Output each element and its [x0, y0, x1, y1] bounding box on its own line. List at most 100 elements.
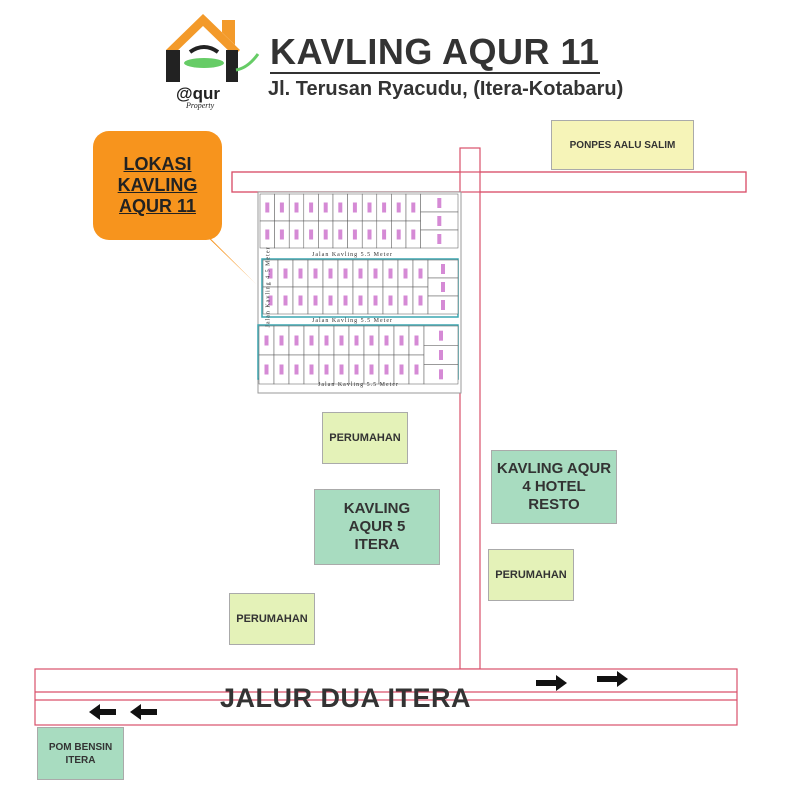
plot-marker [338, 202, 343, 213]
site-plan [257, 191, 462, 394]
landmark-label: PONPES AALU SALIM [569, 139, 676, 151]
plot-marker [324, 335, 329, 346]
plot-marker [437, 198, 442, 208]
landmark-label: PERUMAHAN [236, 613, 308, 625]
plot-marker [313, 268, 318, 279]
plot-marker [411, 202, 416, 213]
plot-marker [298, 268, 303, 279]
landmark-label: KAVLING AQUR 5 ITERA [343, 500, 411, 553]
callout-pointer [195, 225, 256, 284]
logo-sub: Property [186, 101, 215, 110]
plot-marker [437, 234, 442, 244]
plot-marker [283, 268, 288, 279]
plot-marker [309, 364, 314, 375]
plot-marker [264, 364, 269, 375]
street-label: Jalan Kavling 5.5 Meter [312, 252, 393, 258]
plot-marker [388, 268, 393, 279]
plot-marker [323, 229, 328, 240]
plot-marker [403, 295, 408, 306]
landmark-kavling-aqur-4: KAVLING AQUR 4 HOTEL RESTO [491, 450, 617, 524]
landmark-label: KAVLING AQUR 4 HOTEL RESTO [496, 460, 612, 513]
plot-marker [358, 295, 363, 306]
plot-marker [309, 335, 314, 346]
plot-marker [399, 364, 404, 375]
plot-marker [382, 202, 387, 213]
plot-marker [264, 335, 269, 346]
plot-marker [396, 229, 401, 240]
landmark-label: PERUMAHAN [495, 569, 567, 581]
plot-marker [279, 202, 284, 213]
street-label: Jalan Kavling 5.5 Meter [318, 382, 399, 388]
plot-marker [441, 300, 445, 310]
arrow-right-icon [536, 675, 567, 691]
plot-marker [439, 330, 443, 341]
plot-marker [279, 364, 284, 375]
landmark-ponpes: PONPES AALU SALIM [551, 120, 694, 170]
plot-marker [294, 229, 299, 240]
plot-marker [369, 335, 374, 346]
plot-marker [298, 295, 303, 306]
location-callout: LOKASI KAVLING AQUR 11 [93, 131, 222, 240]
plot-marker [339, 364, 344, 375]
plot-marker [396, 202, 401, 213]
plot-marker [437, 216, 442, 226]
plot-marker [309, 202, 314, 213]
plot-marker [367, 202, 372, 213]
plot-marker [352, 202, 357, 213]
plot-marker [384, 335, 389, 346]
plot-marker [279, 229, 284, 240]
landmark-perumahan: PERUMAHAN [322, 412, 408, 464]
landmark-perumahan: PERUMAHAN [229, 593, 315, 645]
plot-marker [294, 335, 299, 346]
plot-marker [354, 364, 359, 375]
callout-text: LOKASI KAVLING AQUR 11 [117, 154, 198, 216]
plot-marker [309, 229, 314, 240]
arrow-right-icon [597, 671, 628, 687]
plot-marker [354, 335, 359, 346]
plot-marker [294, 364, 299, 375]
main-road-label: JALUR DUA ITERA [220, 683, 472, 713]
plot-marker [324, 364, 329, 375]
street-label: Jalan Kavling 5.5 Meter [312, 318, 393, 324]
plot-marker [373, 268, 378, 279]
plot-marker [343, 268, 348, 279]
plot-marker [369, 364, 374, 375]
plot-marker [418, 268, 423, 279]
plot-marker [418, 295, 423, 306]
aqur-logo [166, 14, 260, 82]
plot-marker [268, 268, 273, 279]
plot-marker [339, 335, 344, 346]
landmark-kavling-aqur-5: KAVLING AQUR 5 ITERA [314, 489, 440, 565]
plot-marker [441, 282, 445, 292]
plot-marker [294, 202, 299, 213]
landmark-pom-bensin: POM BENSIN ITERA [37, 727, 124, 780]
plot-marker [414, 335, 419, 346]
page-subtitle: Jl. Terusan Ryacudu, (Itera-Kotabaru) [268, 78, 624, 100]
vertical-road [459, 147, 481, 670]
page-title: KAVLING AQUR 11 [270, 31, 600, 74]
plot-marker [411, 229, 416, 240]
landmark-label: PERUMAHAN [329, 432, 401, 444]
arrow-left-icon [89, 704, 116, 720]
plot-marker [328, 268, 333, 279]
plot-marker [414, 364, 419, 375]
arrow-left-icon [130, 704, 157, 720]
plot-marker [439, 369, 443, 380]
plot-marker [441, 264, 445, 274]
plot-marker [343, 295, 348, 306]
plot-marker [367, 229, 372, 240]
plot-marker [323, 202, 328, 213]
plot-marker [268, 295, 273, 306]
plot-marker [352, 229, 357, 240]
plot-marker [313, 295, 318, 306]
plot-marker [265, 229, 270, 240]
plot-marker [328, 295, 333, 306]
plot-marker [283, 295, 288, 306]
plot-marker [384, 364, 389, 375]
plot-marker [439, 350, 443, 360]
plot-marker [358, 268, 363, 279]
top-road [231, 171, 747, 193]
plot-marker [373, 295, 378, 306]
landmark-perumahan: PERUMAHAN [488, 549, 574, 601]
